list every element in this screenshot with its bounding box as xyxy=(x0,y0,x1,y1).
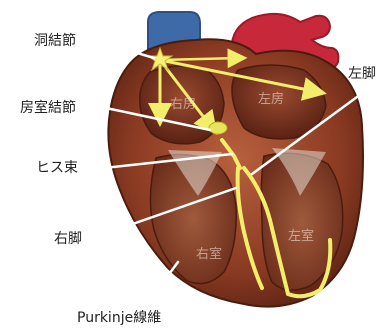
av-node xyxy=(209,122,227,134)
label-his-bundle: ヒス束 xyxy=(36,160,78,176)
label-left-bundle: 左脚 xyxy=(348,66,376,82)
label-av-node: 房室結節 xyxy=(20,100,76,116)
chamber-left-ventricle: 左室 xyxy=(288,230,314,244)
pointer-purkinje xyxy=(150,262,178,300)
pointer-sa-node xyxy=(100,42,154,58)
label-purkinje: Purkinje線維 xyxy=(77,310,161,326)
chamber-left-atrium: 左房 xyxy=(258,93,284,107)
label-sa-node: 洞結節 xyxy=(34,33,76,49)
label-right-bundle: 右脚 xyxy=(54,231,82,247)
chamber-right-ventricle: 右室 xyxy=(196,248,222,262)
chamber-right-atrium: 右房 xyxy=(170,98,196,112)
